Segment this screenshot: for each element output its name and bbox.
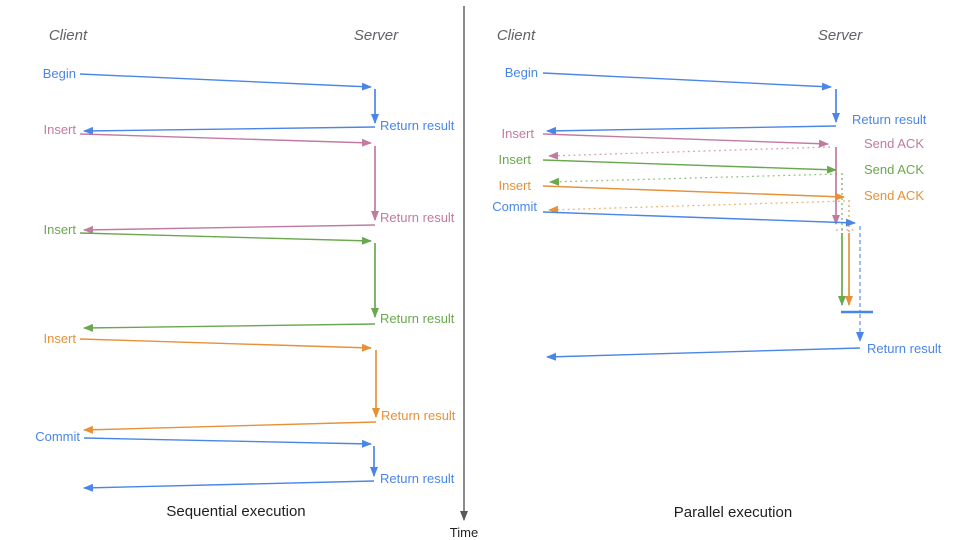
ack-label: Send ACK [864, 136, 924, 151]
seq-row-insert-2: Insert Return result [43, 222, 455, 332]
response-label: Return result [867, 341, 942, 356]
request-arrow [542, 211, 856, 227]
response-arrow [546, 347, 861, 361]
time-axis-label: Time [450, 525, 478, 540]
ack-label: Send ACK [864, 188, 924, 203]
response-label: Return result [380, 311, 455, 326]
server-header: Server [354, 27, 399, 44]
operation-label: Commit [35, 429, 80, 444]
response-arrow [83, 480, 375, 492]
server-header: Server [818, 27, 863, 44]
parallel-diagram: Client Server Begin Return result Insert… [492, 27, 942, 521]
time-axis: Time [450, 6, 478, 540]
response-label: Return result [381, 408, 456, 423]
response-label: Return result [852, 112, 927, 127]
response-arrow [546, 125, 837, 135]
parallel-caption: Parallel execution [674, 504, 792, 521]
seq-row-insert-3: Insert Return result [43, 331, 456, 434]
response-label: Return result [380, 471, 455, 486]
operation-label: Commit [492, 199, 537, 214]
seq-row-insert-1: Insert Return result [43, 122, 455, 234]
operation-label: Insert [43, 222, 76, 237]
request-arrow [79, 232, 372, 245]
operation-label: Insert [43, 331, 76, 346]
response-arrow [83, 126, 376, 135]
par-row-commit: Commit Return result [492, 199, 942, 361]
request-arrow [79, 73, 372, 91]
par-row-insert-3: Insert Send ACK [498, 178, 924, 306]
par-row-begin: Begin Return result [505, 65, 927, 135]
operation-label: Begin [505, 65, 538, 80]
client-header: Client [497, 27, 536, 44]
response-label: Return result [380, 118, 455, 133]
ack-dotted-arrow [548, 146, 831, 160]
operation-label: Insert [498, 178, 531, 193]
seq-row-begin: Begin Return result [43, 66, 455, 135]
operation-label: Insert [501, 126, 534, 141]
request-arrow [542, 159, 837, 174]
response-arrow [83, 224, 376, 234]
ack-label: Send ACK [864, 162, 924, 177]
ack-dotted-arrow [549, 173, 838, 186]
operation-label: Insert [498, 152, 531, 167]
sequential-caption: Sequential execution [166, 503, 305, 520]
response-arrow [83, 323, 376, 332]
ack-dotted-arrow [548, 200, 846, 214]
request-arrow [542, 133, 829, 148]
seq-row-commit: Commit Return result [35, 429, 455, 492]
response-arrow [83, 421, 377, 434]
par-row-insert-1: Insert Send ACK [501, 126, 924, 225]
request-arrow [83, 437, 372, 448]
request-arrow [542, 72, 832, 91]
request-arrow [542, 185, 845, 201]
sequential-diagram: Client Server Begin Return result Insert… [35, 27, 456, 520]
request-arrow [79, 338, 372, 352]
client-header: Client [49, 27, 88, 44]
response-label: Return result [380, 210, 455, 225]
operation-label: Insert [43, 122, 76, 137]
request-arrow [79, 133, 372, 147]
operation-label: Begin [43, 66, 76, 81]
